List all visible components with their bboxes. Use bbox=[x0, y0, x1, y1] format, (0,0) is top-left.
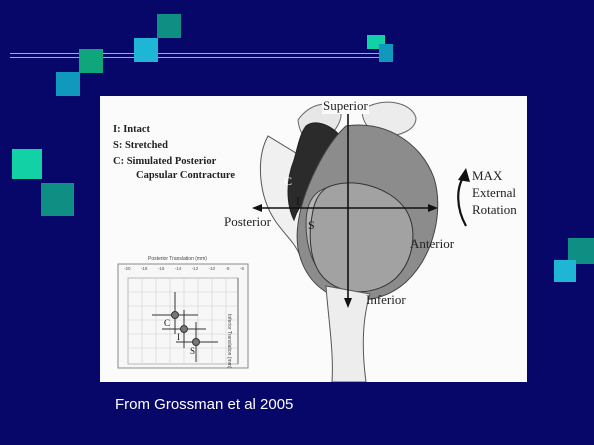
label-superior: Superior bbox=[322, 98, 369, 114]
inset-point-label-c: C bbox=[164, 318, 170, 328]
decor-square bbox=[41, 183, 74, 216]
decor-square bbox=[134, 38, 158, 62]
label-rotation-rotation: Rotation bbox=[472, 202, 517, 218]
decor-square bbox=[157, 14, 181, 38]
inset-x-tick: -20 bbox=[124, 266, 131, 271]
decor-line-lower bbox=[10, 57, 390, 58]
inset-y-axis-title: Inferior Translation (mm) bbox=[226, 314, 232, 368]
inset-x-tick: -12 bbox=[192, 266, 199, 271]
inset-x-tick: -8 bbox=[226, 266, 230, 271]
figure-caption: From Grossman et al 2005 bbox=[115, 396, 293, 413]
inset-x-tick: -16 bbox=[158, 266, 165, 271]
decor-line-upper bbox=[10, 53, 390, 54]
label-region-i: I bbox=[296, 194, 300, 209]
inset-point-s bbox=[193, 339, 200, 346]
inset-x-ticks: -20 -18 -16 -14 -12 -10 -8 -6 bbox=[124, 266, 244, 271]
label-region-c: C bbox=[284, 174, 292, 189]
inset-point-label-i: I bbox=[177, 332, 180, 342]
label-posterior: Posterior bbox=[224, 214, 271, 230]
decor-square bbox=[12, 149, 42, 179]
inset-x-tick: -14 bbox=[175, 266, 182, 271]
shoulder-diagram bbox=[100, 96, 527, 382]
label-rotation-max: MAX bbox=[472, 168, 502, 184]
label-anterior: Anterior bbox=[410, 236, 454, 252]
label-rotation-external: External bbox=[472, 185, 516, 201]
label-region-s: S bbox=[308, 218, 315, 233]
label-inferior: Inferior bbox=[366, 292, 406, 308]
inset-point-c bbox=[172, 312, 179, 319]
inset-point-i bbox=[181, 326, 188, 333]
inset-x-axis-title: Posterior Translation (mm) bbox=[148, 256, 207, 262]
decor-square bbox=[79, 49, 103, 73]
decor-square bbox=[379, 44, 393, 62]
inset-x-tick: -10 bbox=[209, 266, 216, 271]
inset-x-tick: -18 bbox=[141, 266, 148, 271]
inset-point-label-s: S bbox=[190, 346, 195, 356]
decor-square bbox=[56, 72, 80, 96]
shoulder-figure: I: Intact S: Stretched C: Simulated Post… bbox=[100, 96, 527, 382]
inset-x-tick: -6 bbox=[240, 266, 244, 271]
decor-square bbox=[554, 260, 576, 282]
